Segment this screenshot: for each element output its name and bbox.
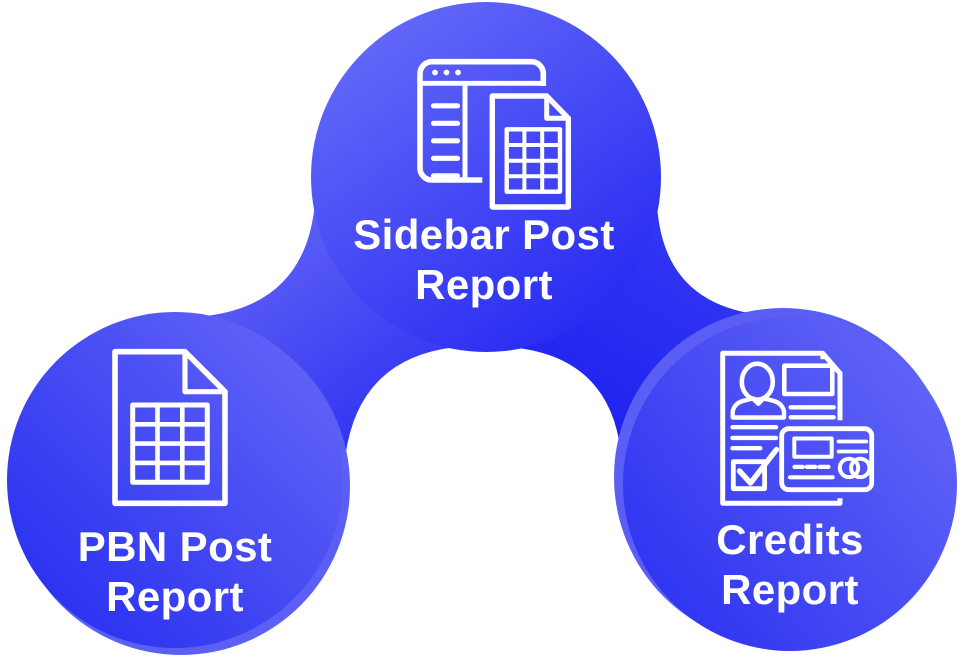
connector-top-to-left: [208, 207, 454, 455]
browser-spreadsheet-icon: [417, 58, 579, 217]
label-line: Report: [415, 261, 553, 309]
connector-top-to-right: [514, 208, 759, 452]
browser-dot-icon: [432, 69, 438, 76]
card-screen: [792, 436, 834, 459]
browser-dot-icon: [443, 69, 450, 76]
browser-menu-lines: [430, 103, 461, 179]
browser-dot-icon: [455, 69, 461, 76]
person-shoulders: [730, 396, 787, 420]
label-sidebar-post-report: Sidebar Post Report: [274, 210, 694, 311]
label-line: Report: [721, 566, 859, 614]
label-line: Credits: [716, 516, 864, 563]
table-grid-lines: [504, 127, 562, 194]
credits-document-card-icon: [720, 350, 881, 506]
checkbox: [730, 459, 767, 492]
label-line: Sidebar Post: [353, 211, 615, 258]
spreadsheet-document: [489, 93, 571, 210]
label-credits-report: Credits Report: [580, 515, 966, 616]
label-pbn-post-report: PBN Post Report: [0, 522, 385, 623]
checkmark-icon: [736, 446, 780, 486]
card-lines-right: [836, 439, 869, 454]
photo-frame: [781, 363, 835, 397]
label-line: Report: [106, 573, 244, 621]
document-text-lines-left: [730, 425, 779, 451]
document-fold: [544, 93, 571, 121]
card-brand-circle: [837, 456, 861, 480]
label-line: PBN Post: [77, 523, 273, 570]
card-brand-circle: [849, 456, 872, 480]
table-grid-lines: [130, 402, 210, 485]
document-text-lines-right: [788, 405, 836, 420]
spreadsheet-document-icon: [112, 348, 228, 507]
document-fold: [182, 349, 228, 395]
credit-card: [779, 426, 875, 493]
photo-halo: [777, 359, 839, 401]
